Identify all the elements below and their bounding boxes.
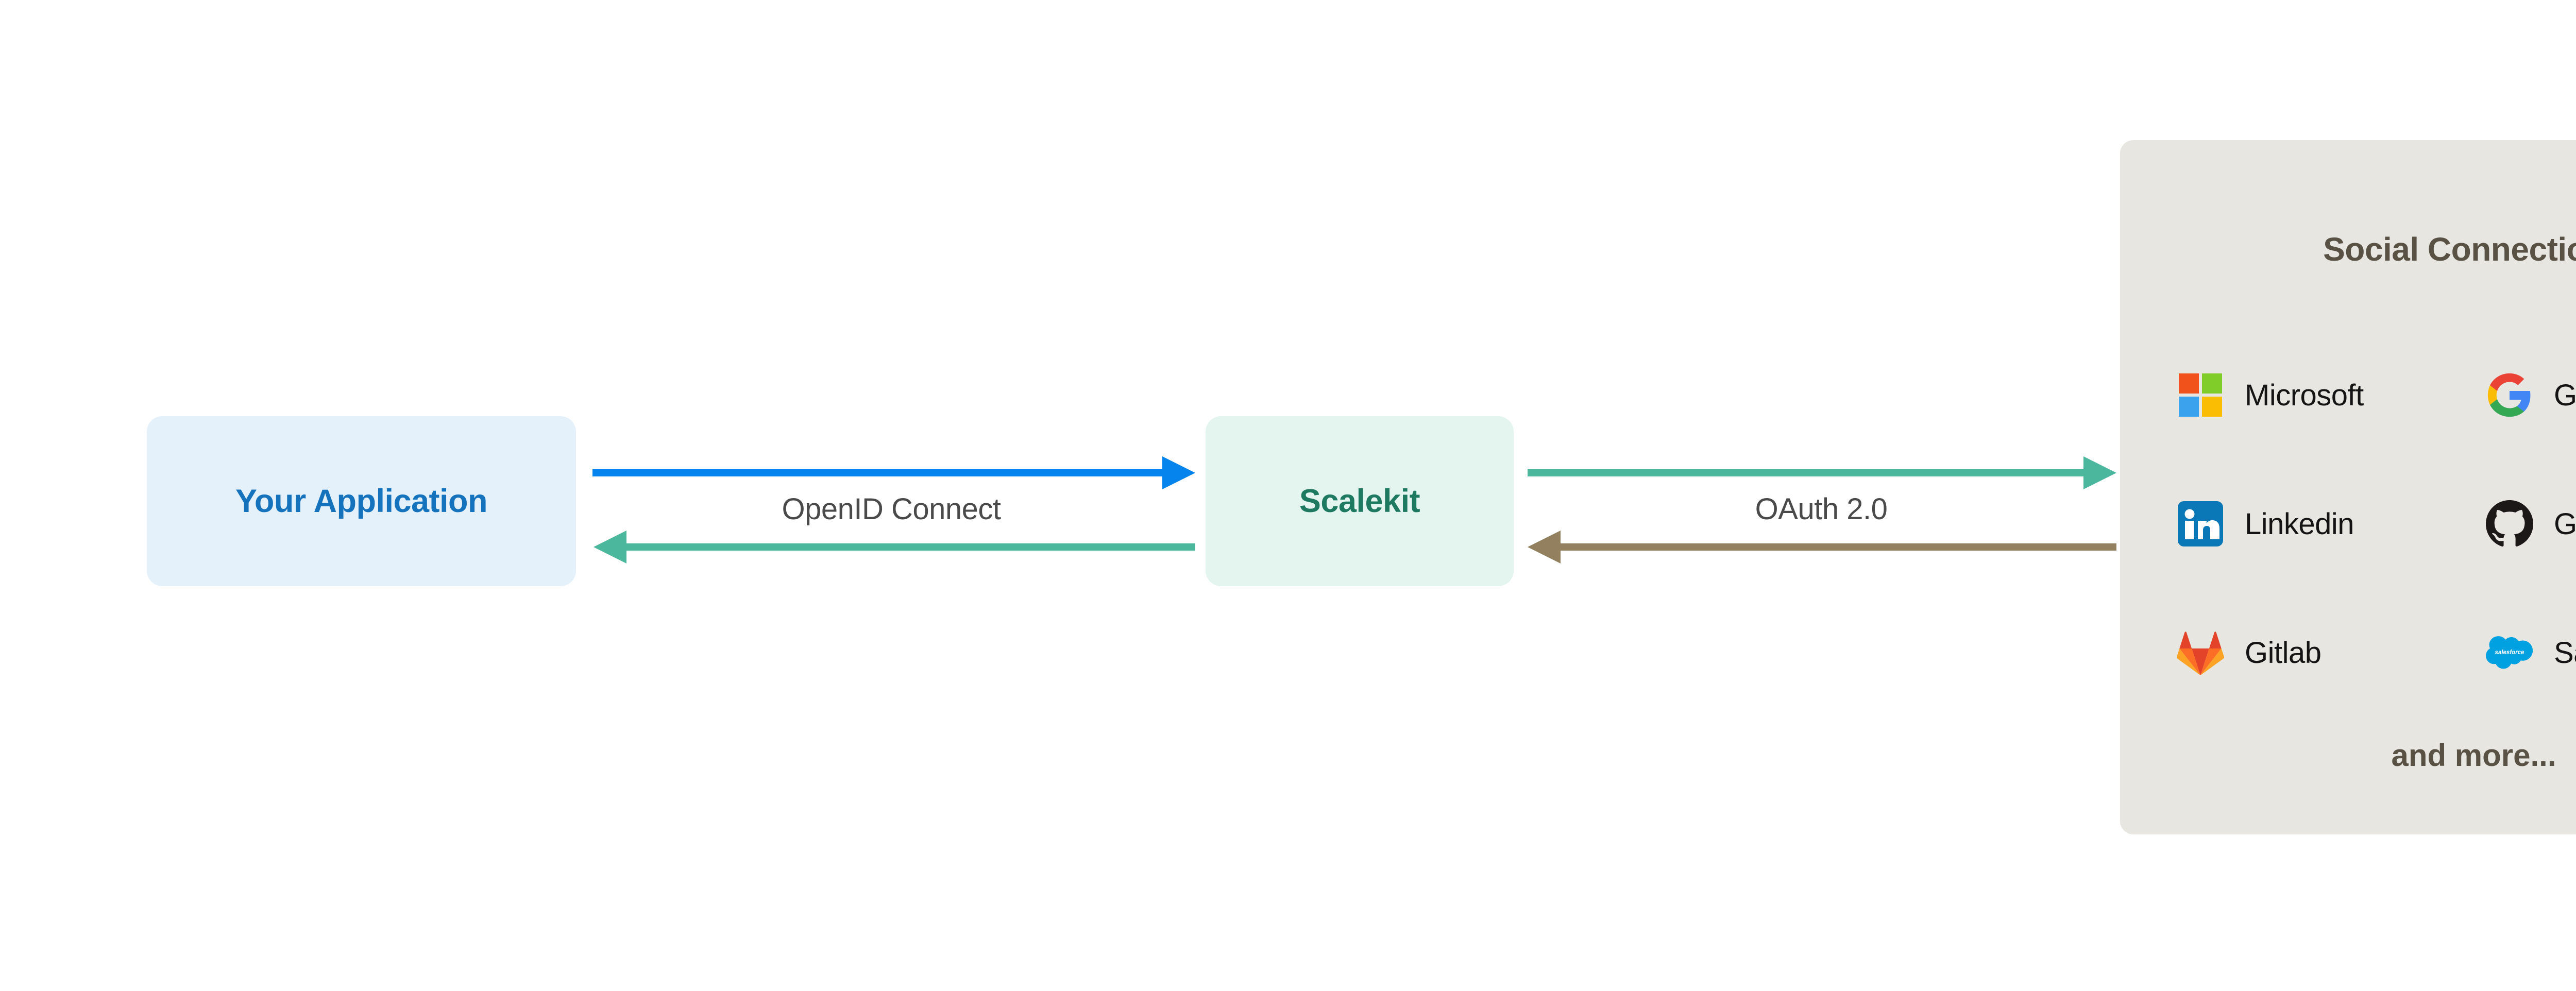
social-connections-panel: Social Connections Microsoft: [2120, 140, 2576, 834]
social-provider-label: Salesforce: [2554, 636, 2576, 670]
node-scalekit-label: Scalekit: [1299, 483, 1420, 519]
gitlab-icon: [2177, 629, 2224, 676]
social-provider-label: Gitlab: [2245, 636, 2321, 670]
edge-label-openid-connect: OpenID Connect: [782, 492, 1001, 526]
node-your-application[interactable]: Your Application: [147, 416, 576, 586]
social-provider-gitlab[interactable]: Gitlab: [2177, 588, 2486, 717]
social-connections-and-more: and more...: [2391, 738, 2556, 773]
node-your-application-label: Your Application: [235, 483, 488, 519]
social-provider-github[interactable]: Github: [2486, 459, 2576, 588]
arrow-oauth-response: [1528, 531, 2116, 563]
social-provider-microsoft[interactable]: Microsoft: [2177, 331, 2486, 459]
linkedin-icon: [2177, 500, 2224, 548]
social-provider-label: Github: [2554, 507, 2576, 541]
social-provider-salesforce[interactable]: salesforce Salesforce: [2486, 588, 2576, 717]
edge-label-oauth: OAuth 2.0: [1755, 492, 1888, 526]
arrow-oidc-response: [594, 531, 1195, 563]
arrow-oidc-request: [592, 456, 1195, 489]
social-providers-grid: Microsoft Google: [2177, 331, 2576, 717]
github-icon: [2486, 500, 2533, 548]
svg-text:salesforce: salesforce: [2495, 650, 2525, 656]
social-provider-label: Microsoft: [2245, 378, 2364, 412]
social-connections-title: Social Connections: [2323, 231, 2576, 268]
social-provider-linkedin[interactable]: Linkedin: [2177, 459, 2486, 588]
social-provider-google[interactable]: Google: [2486, 331, 2576, 459]
arrow-oauth-request: [1528, 456, 2116, 489]
microsoft-icon: [2177, 371, 2224, 419]
node-scalekit[interactable]: Scalekit: [1206, 416, 1514, 586]
social-provider-label: Linkedin: [2245, 507, 2354, 541]
salesforce-icon: salesforce: [2486, 629, 2533, 676]
social-provider-label: Google: [2554, 378, 2576, 412]
google-icon: [2486, 371, 2533, 419]
